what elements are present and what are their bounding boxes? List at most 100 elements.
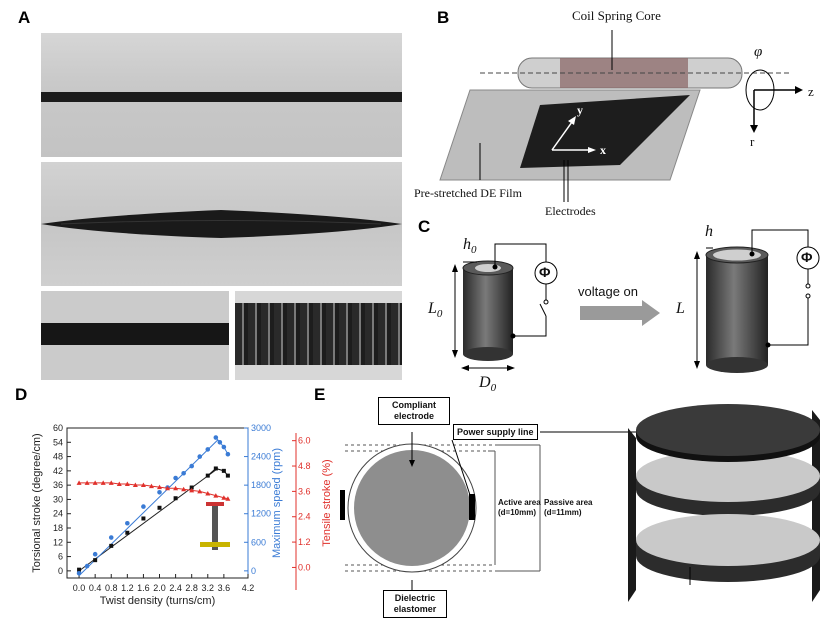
data-point-speed [197,454,203,459]
panel-label-d: D [15,385,28,404]
dielectric-elastomer-label: Dielectric elastomer [383,590,447,618]
data-point-torsional [173,496,178,501]
data-point-speed [108,535,114,540]
data-point-tensile [124,481,130,486]
electrodes-label: Electrodes [545,204,596,218]
data-point-tensile [173,485,179,491]
y-left-tick-label: 36 [53,480,63,490]
data-point-speed [173,475,178,481]
L0-label: L0 [428,300,443,321]
data-point-tensile [221,495,227,500]
x-axis-title: Twist density (turns/cm) [100,595,216,607]
x-tick-label: 0.0 [73,583,86,593]
data-point-tensile [84,480,90,485]
y-left-tick-label: 54 [53,437,63,447]
x-tick-label: 2.4 [169,583,182,593]
y-left-tick-label: 48 [53,452,63,462]
data-point-speed [189,463,194,469]
y-axis-label: y [577,103,583,117]
trend-line-torsional [78,468,219,572]
data-point-tensile [213,493,219,498]
y-right1-tick-label: 1200 [251,509,271,519]
y-right2-tick-label: 2.4 [298,512,311,522]
data-point-tensile [197,488,203,494]
y-right2-tick-label: 6.0 [298,436,311,446]
data-point-torsional [125,530,130,535]
data-point-speed [92,551,98,557]
data-point-tensile [148,483,154,489]
data-point-tensile [165,485,171,491]
y-left-tick-label: 0 [58,566,63,576]
y-right2-tick-label: 1.2 [298,537,311,547]
data-point-speed [76,570,82,576]
phi-source-left: Φ [539,264,551,280]
x-axis-label: x [600,143,606,157]
data-point-tensile [225,496,231,501]
h-label: h [705,223,713,240]
data-point-torsional [189,485,194,490]
x-tick-label: 4.2 [242,583,255,593]
film-label: Pre-stretched DE Film [414,186,522,200]
y-left-tick-label: 12 [53,537,63,547]
data-point-torsional [141,516,146,521]
trend-line-speed [78,439,219,576]
data-point-torsional [213,466,218,471]
panel-label-e: E [314,385,326,404]
y-right1-tick-label: 0 [251,566,256,576]
data-point-speed [181,470,186,476]
data-point-torsional [221,468,226,473]
active-area-label: Active area(d=10mm) [498,498,541,517]
data-point-tensile [132,482,138,488]
coil-spring-core-label: Coil Spring Core [572,8,661,23]
inset-actuator-body [212,506,218,550]
micrograph-detail-wrinkled [235,291,402,380]
x-tick-label: 1.2 [121,583,134,593]
data-point-tensile [108,480,114,485]
series-tail-blue [215,437,229,455]
data-point-speed [225,451,231,457]
y-left-tick-label: 42 [53,466,63,476]
y-left-tick-label: 6 [58,552,63,562]
panel-label-a: A [18,8,31,27]
y-right2-tick-label: 3.6 [298,486,311,496]
panel-label-c: C [418,217,431,236]
data-point-speed [221,444,227,450]
x-tick-label: 1.6 [137,583,150,593]
compliant-electrode-label: Compliant electrode [378,397,450,425]
micrograph-detail-smooth [41,291,229,380]
data-point-speed [205,447,211,452]
y-right1-axis-title: Maximum speed (rpm) [271,448,283,558]
micrograph-relaxed [41,33,402,157]
data-point-speed [217,439,223,445]
data-point-tensile [157,484,163,490]
y-left-tick-label: 30 [53,494,63,504]
inset-actuator-cap [206,502,224,506]
data-point-tensile [76,480,82,485]
y-left-axis-title: Torsional stroke (degree/cm) [31,433,43,572]
x-tick-label: 2.8 [185,583,198,593]
y-left-tick-label: 18 [53,523,63,533]
y-left-tick-label: 24 [53,509,63,519]
phi-source-right: Φ [801,249,813,265]
data-point-tensile [100,480,106,485]
r-axis-label: r [750,134,755,149]
panel-label-b: B [437,8,450,27]
data-point-torsional [109,543,114,548]
data-point-torsional [205,473,210,478]
z-axis-label: z [808,84,814,99]
micrograph-twisted [41,162,402,286]
y-right1-tick-label: 1800 [251,480,271,490]
data-point-speed [157,489,162,495]
voltage-on-label: voltage on [578,284,638,299]
y-right2-tick-label: 0.0 [298,562,311,572]
y-right1-tick-label: 600 [251,537,266,547]
y-right1-tick-label: 2400 [251,452,271,462]
x-tick-label: 3.2 [202,583,215,593]
data-point-speed [125,520,130,526]
x-tick-label: 0.8 [105,583,118,593]
power-supply-line-label: Power supply line [453,424,538,440]
x-tick-label: 2.0 [153,583,166,593]
x-tick-label: 0.4 [89,583,102,593]
